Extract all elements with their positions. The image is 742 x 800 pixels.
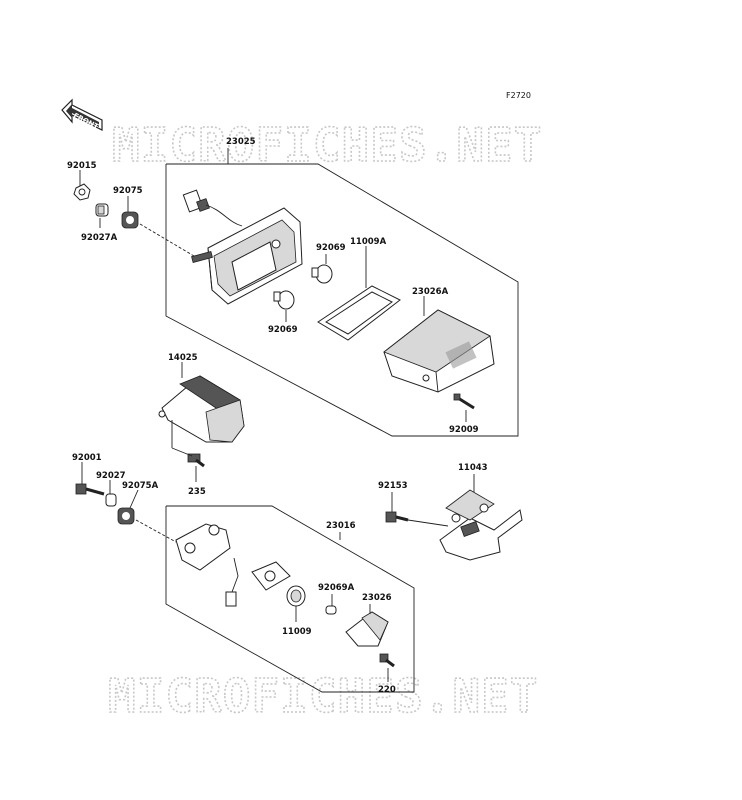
screw-92009 [453, 393, 475, 410]
label-92069A: 92069A [318, 583, 355, 593]
label-14025: 14025 [168, 353, 198, 363]
lens-23026A [383, 309, 495, 393]
wire-connector [182, 189, 243, 227]
label-92001: 92001 [72, 453, 102, 463]
label-235: 235 [188, 487, 206, 497]
tail-lamp-housing [191, 207, 303, 305]
front-arrow-icon: FRONT [61, 98, 103, 131]
collar-92027A [95, 203, 109, 217]
grommet-92075A [117, 507, 135, 525]
label-23016: 23016 [326, 521, 356, 531]
figure-code: F2720 [506, 91, 531, 100]
bolt-92001 [75, 483, 105, 496]
label-92027A: 92027A [81, 233, 118, 243]
bulb-upper [311, 264, 333, 284]
label-92027: 92027 [96, 471, 126, 481]
label-92075A: 92075A [122, 481, 159, 491]
label-23025: 23025 [226, 137, 256, 147]
gasket-11009A [317, 285, 401, 341]
collar-92027 [105, 493, 117, 507]
license-socket [225, 557, 291, 607]
label-220: 220 [378, 685, 396, 695]
leader-lines [79, 148, 475, 682]
label-11009A: 11009A [350, 237, 387, 247]
label-23026A: 23026A [412, 287, 449, 297]
bolt-92153 [385, 511, 409, 523]
license-bracket-11043 [439, 489, 523, 561]
lens-23026 [345, 611, 389, 647]
label-92009: 92009 [449, 425, 479, 435]
nut-92015 [73, 183, 91, 201]
watermark-top: MICROFICHES.NET [112, 118, 542, 172]
label-92015: 92015 [67, 161, 97, 171]
bolt-235 [187, 453, 205, 468]
bulb-lower [273, 290, 295, 310]
assembly-frame-23025 [165, 163, 519, 437]
label-11043: 11043 [458, 463, 488, 473]
label-92075: 92075 [113, 186, 143, 196]
label-92069-upper: 92069 [316, 243, 346, 253]
screw-220 [379, 653, 395, 668]
bulb-92069A [325, 605, 337, 615]
label-92069-lower: 92069 [268, 325, 298, 335]
label-11009: 11009 [282, 627, 312, 637]
label-23026: 23026 [362, 593, 392, 603]
gasket-11009 [286, 585, 306, 607]
grommet-92075 [121, 211, 139, 229]
label-92153: 92153 [378, 481, 408, 491]
watermark-bottom: MICROFICHES.NET [108, 669, 538, 723]
assembly-frame-23016 [165, 505, 415, 693]
light-bracket [175, 523, 231, 571]
cover-14025 [158, 375, 245, 443]
